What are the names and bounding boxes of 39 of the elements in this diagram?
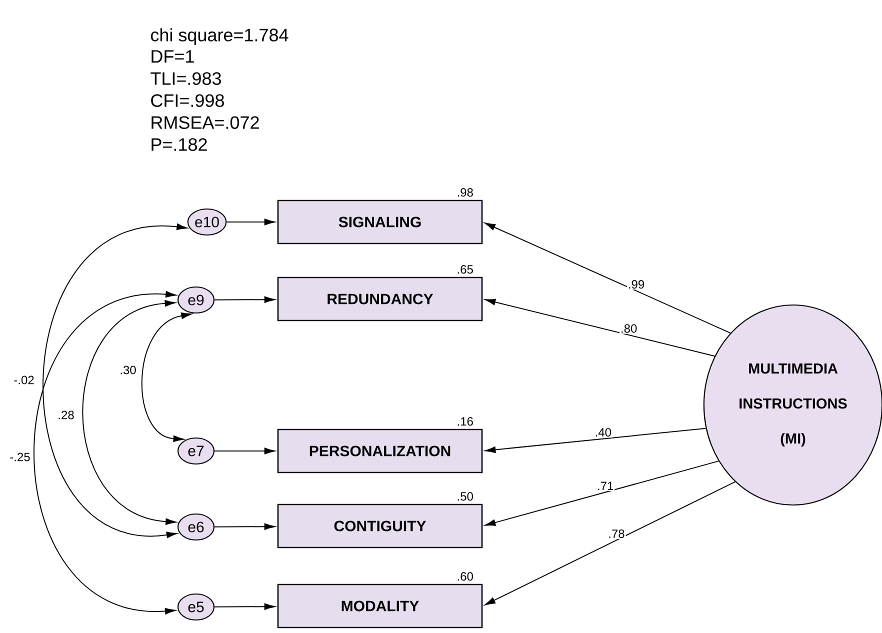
variable-box: MODALITY: [277, 584, 483, 628]
loading-arrow: [484, 460, 720, 526]
arrow: [214, 296, 276, 303]
fit-statistic: TLI=.983: [150, 72, 221, 85]
variable-box: REDUNDANCY: [277, 276, 483, 322]
loading-arrow: [484, 298, 716, 357]
r-squared-value: .65: [458, 265, 473, 274]
covariance-arrow: [33, 291, 176, 614]
fit-statistic: chi square=1.784: [150, 28, 288, 45]
fit-statistic: DF=1: [152, 50, 194, 63]
edge-label: .28: [56, 410, 76, 420]
loading-arrow: [484, 222, 731, 334]
arrow: [214, 603, 276, 610]
edge-label: .30: [118, 364, 138, 376]
edge-label: .78: [607, 528, 626, 539]
covariance-arrow: [141, 312, 192, 442]
edge-label: .40: [594, 427, 612, 438]
r-squared-value: .16: [458, 417, 473, 426]
loading-arrow: [484, 481, 736, 606]
edge-label: .80: [620, 323, 638, 334]
variable-box: CONTIGUITY: [277, 504, 483, 548]
edge-label: -.02: [12, 374, 36, 386]
r-squared-value: .50: [458, 492, 473, 501]
loading-arrow: [484, 428, 706, 453]
r-squared-value: .60: [458, 572, 473, 581]
arrow: [214, 523, 276, 530]
arrow: [226, 218, 276, 226]
fit-statistic: RMSEA=.072: [152, 116, 259, 129]
edge-label: .71: [596, 480, 615, 492]
covariance-arrow: [42, 224, 188, 538]
edge-label: .99: [626, 279, 646, 290]
arrow: [214, 448, 276, 454]
variable-box: SIGNALING: [277, 200, 483, 244]
fit-statistic: CFI=.998: [151, 94, 224, 107]
fit-statistic: P=.182: [152, 138, 207, 151]
r-squared-value: .98: [458, 188, 473, 197]
edge-label: -.25: [8, 452, 32, 462]
variable-box: PERSONALIZATION: [277, 428, 483, 474]
covariance-arrow: [82, 300, 176, 525]
